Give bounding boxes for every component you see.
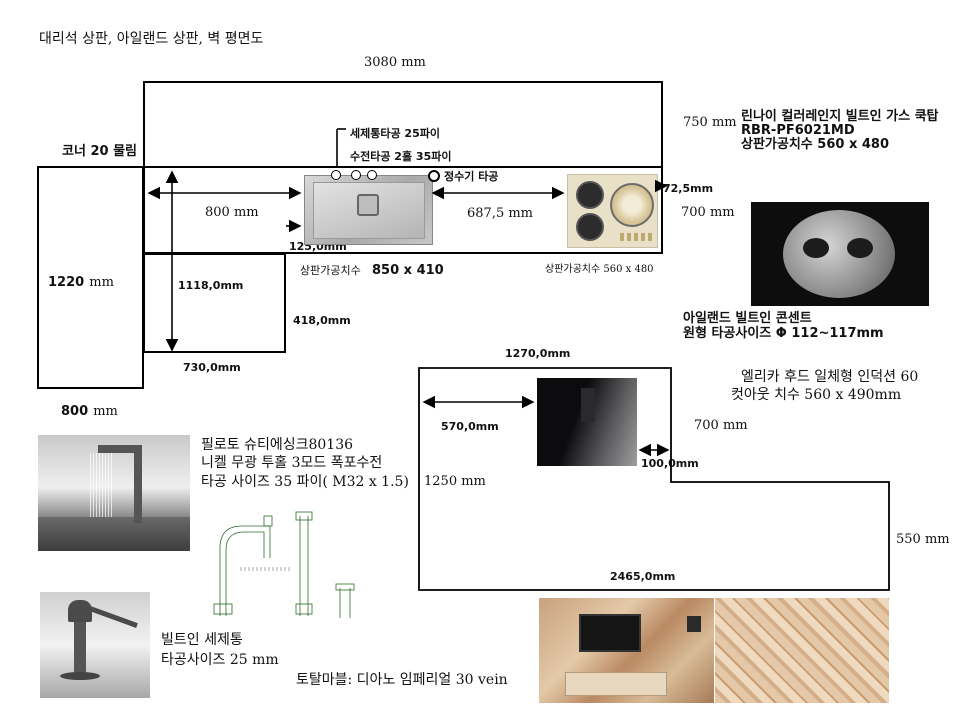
lower-block-outline [143, 253, 286, 353]
island-side-height-label: 550 mm [896, 532, 950, 547]
lower-counter-outline [143, 168, 663, 254]
soap-neck-icon [74, 622, 86, 674]
island-right-gap-label: 100,0mm [641, 457, 699, 470]
sink-holes-label-2: 수전타공 2홀 35파이 [350, 150, 452, 163]
faucet-technical-drawing [213, 511, 355, 618]
soap-hole-icon [331, 170, 341, 180]
sink-cut-label: 상판가공치수 [300, 264, 361, 277]
soap-line-2: 타공사이즈 25 mm [161, 652, 279, 668]
marble-slab-photo [715, 598, 889, 703]
island-left-offset-label: 570,0mm [441, 420, 499, 433]
page-title: 대리석 상판, 아일랜드 상판, 벽 평면도 [39, 31, 264, 47]
faucet-photo [38, 435, 190, 551]
corner-label: 코너 20 물림 [62, 144, 137, 159]
hood-label-1: 엘리카 후드 일체형 인덕션 60 [741, 369, 919, 385]
burner-icon [576, 181, 604, 209]
sink-basin-icon [38, 517, 190, 551]
cooktop-name: 린나이 컬러레인지 빌트인 가스 쿡탑 [741, 109, 939, 124]
sink-image [304, 175, 433, 245]
hood-vent-icon [581, 388, 595, 422]
counter-width-label: 3080 mm [364, 55, 426, 70]
sink-gap-label: 125,0mm [289, 240, 347, 253]
faucet-body-icon [134, 445, 142, 523]
switch-panel-icon [687, 616, 701, 632]
island-bottom-width-label: 2465,0mm [610, 570, 676, 583]
sink-to-cooktop-label: 687,5 mm [467, 206, 534, 221]
cooktop-image [567, 174, 658, 248]
faucet-line-3: 타공 사이즈 35 파이( M32 x 1.5) [201, 474, 409, 490]
marble-label: 토탈마블: 디아노 임페리얼 30 vein [296, 672, 508, 688]
marble-wall-photo [539, 598, 714, 703]
left-column-width-unit: mm [93, 404, 118, 419]
counter-depth-label: 700 mm [681, 205, 735, 220]
soap-dispenser-photo [40, 592, 150, 698]
faucet-line-1: 필로토 슈티에싱크80136 [201, 437, 354, 453]
cooktop-offset-label: 72,5mm [663, 182, 714, 195]
island-right-depth-label: 700 mm [694, 418, 748, 433]
knobs-icon [620, 233, 654, 241]
sink-cut-size: 850 x 410 [372, 263, 444, 278]
tv-icon [579, 614, 641, 652]
cooktop-model: RBR-PF6021MD [741, 123, 855, 138]
soap-base-icon [60, 672, 100, 680]
outlet-name: 아일랜드 빌트인 콘센트 [683, 311, 812, 326]
purifier-hole-icon [428, 170, 440, 182]
water-purifier-label: 정수기 타공 [444, 170, 499, 183]
tv-stand-icon [565, 672, 667, 696]
cooktop-cut-label: 상판가공치수 560 x 480 [545, 264, 654, 275]
lower-depth-label: 418,0mm [293, 314, 351, 327]
faucet-hole-2-icon [367, 170, 377, 180]
socket-icon [847, 238, 873, 258]
cooktop-cut-size: 상판가공치수 560 x 480 [741, 137, 889, 152]
left-column-height-value: 1220 [48, 275, 85, 290]
outlet-cut-size: 원형 타공사이즈 Φ 112~117mm [683, 326, 884, 341]
faucet-hole-icon [351, 170, 361, 180]
induction-image [537, 378, 637, 466]
to-sink-label: 800 mm [205, 205, 259, 220]
sink-drain-icon [357, 194, 379, 216]
left-column-height: 1220 mm [48, 271, 114, 290]
lower-width-label: 730,0mm [183, 361, 241, 374]
soap-spout-icon [89, 606, 138, 628]
left-column-width-value: 800 [61, 404, 89, 419]
outlet-photo [751, 202, 929, 306]
upper-counter-outline [143, 81, 663, 168]
soap-pump-icon [68, 600, 92, 622]
soap-line-1: 빌트인 세제통 [161, 632, 243, 648]
sink-holes-label-1: 세제통타공 25파이 [350, 127, 440, 140]
outlet-ring-icon [783, 210, 895, 298]
island-height-label: 1250 mm [424, 474, 486, 489]
lower-height-label: 1118,0mm [178, 279, 244, 292]
pan-icon [610, 183, 654, 227]
island-top-width-label: 1270,0mm [505, 347, 571, 360]
burner-icon [576, 213, 604, 241]
faucet-line-2: 니켈 무광 투홀 3모드 폭포수전 [201, 455, 383, 471]
faucet-spout-icon [98, 445, 142, 453]
hood-label-2: 컷아웃 치수 560 x 490mm [731, 387, 902, 403]
left-column-height-unit: mm [89, 275, 114, 290]
water-stream-icon [90, 453, 112, 517]
left-column-width: 800 mm [61, 400, 118, 419]
socket-icon [803, 238, 829, 258]
counter-height-label: 750 mm [683, 115, 737, 130]
